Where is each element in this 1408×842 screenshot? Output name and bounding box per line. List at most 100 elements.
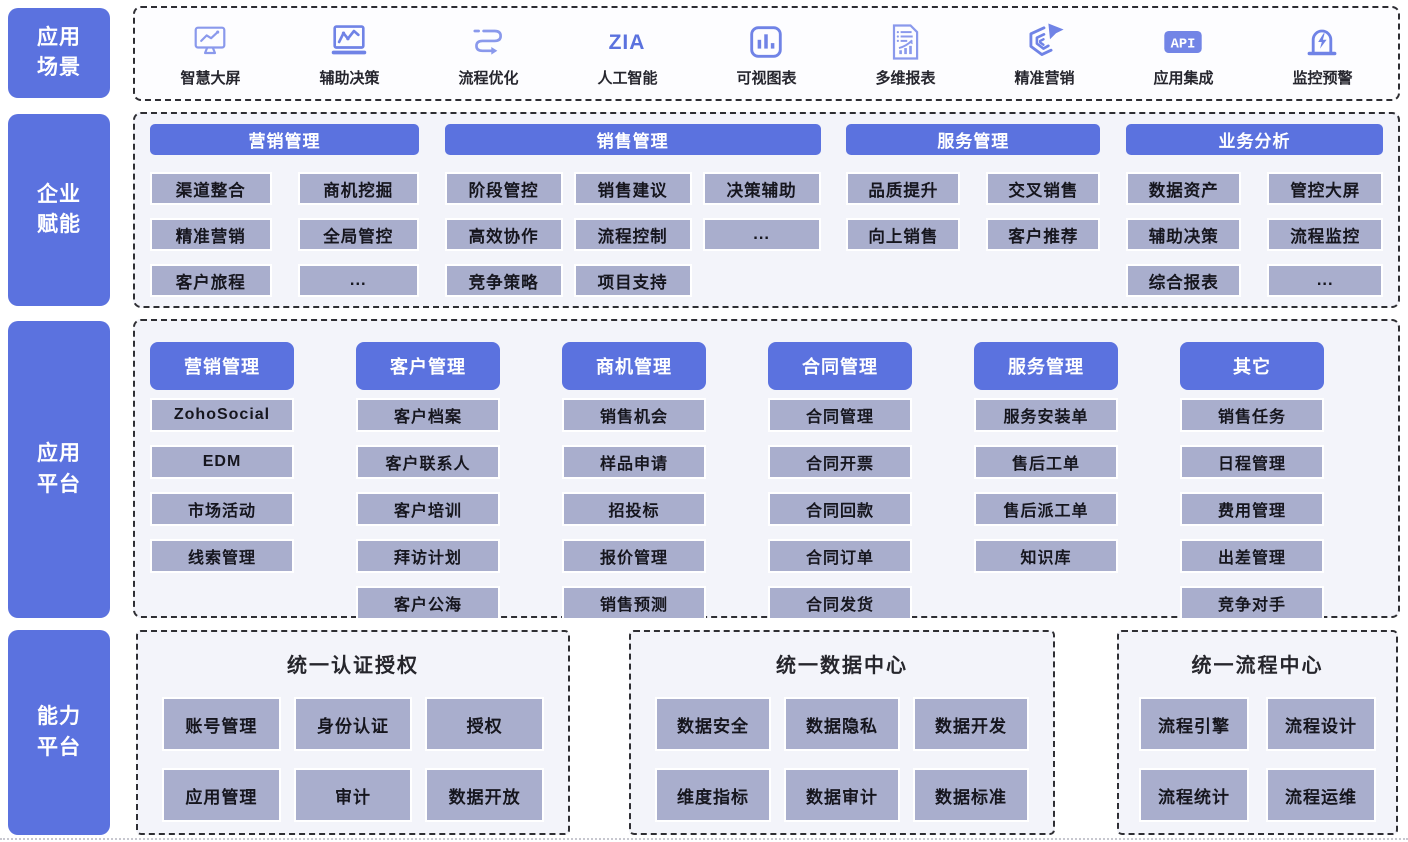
platform-column: 客户管理客户档案客户联系人客户培训拜访计划客户公海 — [356, 342, 500, 620]
empowerment-panel: 营销管理渠道整合商机挖掘精准营销全局管控客户旅程...销售管理阶段管控销售建议决… — [133, 112, 1400, 308]
feature-box: 品质提升 — [846, 172, 961, 205]
platform-column: 合同管理合同管理合同开票合同回款合同订单合同发货 — [768, 342, 912, 620]
module-box: 招投标 — [562, 492, 706, 526]
feature-box: 流程控制 — [573, 218, 692, 251]
module-box: 费用管理 — [1180, 492, 1324, 526]
row-label-scenarios: 应用 场景 — [8, 8, 110, 98]
api-icon: API — [1161, 18, 1205, 66]
feature-box: 交叉销售 — [986, 172, 1101, 205]
column-header: 服务管理 — [974, 342, 1118, 390]
module-box: 合同订单 — [768, 539, 912, 573]
section-header: 业务分析 — [1125, 124, 1383, 155]
capability-items: 账号管理身份认证授权应用管理审计数据开放 — [138, 697, 568, 822]
empowerment-section: 业务分析数据资产管控大屏辅助决策流程监控综合报表... — [1125, 124, 1383, 297]
module-box: 客户档案 — [356, 398, 500, 432]
scenario-item: 辅助决策 — [319, 12, 380, 95]
feature-box: 辅助决策 — [1125, 218, 1242, 251]
section-items: 品质提升交叉销售向上销售客户推荐 — [846, 172, 1101, 251]
column-header: 客户管理 — [356, 342, 500, 390]
column-header: 商机管理 — [562, 342, 706, 390]
feature-box: 客户推荐 — [986, 218, 1101, 251]
module-box: 竞争对手 — [1180, 586, 1324, 620]
section-header: 服务管理 — [846, 124, 1101, 155]
scenario-item-label: 流程优化 — [458, 70, 519, 87]
capability-box: 流程引擎 — [1139, 697, 1249, 751]
scenario-item-label: 监控预警 — [1292, 70, 1353, 87]
module-box: 销售任务 — [1180, 398, 1324, 432]
scenario-item-label: 辅助决策 — [319, 70, 380, 87]
capability-box: 身份认证 — [293, 697, 413, 751]
section-items: 阶段管控销售建议决策辅助高效协作流程控制...竞争策略项目支持 — [444, 172, 821, 297]
capability-box: 流程设计 — [1266, 697, 1376, 751]
capability-group-title: 统一认证授权 — [287, 655, 419, 677]
capability-box: 审计 — [293, 768, 413, 822]
feature-box: 销售建议 — [573, 172, 692, 205]
module-box: 售后派工单 — [974, 492, 1118, 526]
feature-box: 客户旅程 — [150, 264, 272, 297]
capability-items: 流程引擎流程设计流程统计流程运维 — [1119, 697, 1396, 822]
decision-monitor-icon — [327, 18, 371, 66]
module-box: 销售机会 — [562, 398, 706, 432]
capability-group-title: 统一流程中心 — [1191, 655, 1324, 677]
empowerment-sections: 营销管理渠道整合商机挖掘精准营销全局管控客户旅程...销售管理阶段管控销售建议决… — [135, 114, 1398, 306]
feature-box: ... — [297, 264, 419, 297]
module-box: 合同回款 — [768, 492, 912, 526]
platform-column: 商机管理销售机会样品申请招投标报价管理销售预测 — [562, 342, 706, 620]
capability-box: 数据开发 — [913, 697, 1029, 751]
feature-box: 决策辅助 — [702, 172, 821, 205]
svg-text:API: API — [1171, 37, 1196, 52]
module-box: 线索管理 — [150, 539, 294, 573]
feature-box: ... — [702, 218, 821, 251]
capability-box: 数据隐私 — [784, 697, 900, 751]
scenario-item-label: 可视图表 — [736, 70, 797, 87]
svg-text:ZIA: ZIA — [609, 31, 646, 54]
feature-box: 高效协作 — [444, 218, 563, 251]
row-label-capabilities: 能力 平台 — [8, 630, 110, 835]
module-box: 日程管理 — [1180, 445, 1324, 479]
feature-box: 流程监控 — [1267, 218, 1383, 251]
scenario-item: 多维报表 — [875, 12, 936, 95]
feature-box: 竞争策略 — [444, 264, 563, 297]
column-header: 营销管理 — [150, 342, 294, 390]
scenario-item: API 应用集成 — [1153, 12, 1214, 95]
feature-box: 阶段管控 — [444, 172, 563, 205]
module-box: 服务安装单 — [974, 398, 1118, 432]
module-box: 合同开票 — [768, 445, 912, 479]
scenario-item: 流程优化 — [458, 12, 519, 95]
monitor-alert-icon — [1300, 18, 1344, 66]
capability-box: 账号管理 — [162, 697, 281, 751]
module-box: 知识库 — [974, 539, 1118, 573]
capability-box: 数据标准 — [913, 768, 1029, 822]
capability-group-data-panel: 统一数据中心数据安全数据隐私数据开发维度指标数据审计数据标准 — [629, 630, 1055, 835]
capability-box: 流程统计 — [1139, 768, 1249, 822]
zia-icon: ZIA — [598, 18, 656, 66]
module-box: EDM — [150, 445, 294, 479]
module-box: 售后工单 — [974, 445, 1118, 479]
scenario-item-label: 智慧大屏 — [180, 70, 241, 87]
capability-box: 流程运维 — [1266, 768, 1376, 822]
module-box: 销售预测 — [562, 586, 706, 620]
capability-box: 数据安全 — [655, 697, 771, 751]
module-box: 客户联系人 — [356, 445, 500, 479]
empowerment-section: 服务管理品质提升交叉销售向上销售客户推荐 — [846, 124, 1101, 296]
scenario-item-label: 应用集成 — [1153, 70, 1214, 87]
platform-column: 服务管理服务安装单售后工单售后派工单知识库 — [974, 342, 1118, 616]
section-header: 销售管理 — [444, 124, 821, 155]
feature-box: 综合报表 — [1125, 264, 1242, 297]
process-optimize-icon — [466, 18, 510, 66]
bottom-divider — [0, 838, 1408, 840]
scenario-item: 可视图表 — [736, 12, 797, 95]
module-box: 客户公海 — [356, 586, 500, 620]
module-box: 合同管理 — [768, 398, 912, 432]
capability-box: 应用管理 — [162, 768, 281, 822]
scenario-item-label: 精准营销 — [1014, 70, 1075, 87]
scenario-item: 智慧大屏 — [180, 12, 241, 95]
visual-chart-icon — [744, 18, 788, 66]
capability-group-process-panel: 统一流程中心流程引擎流程设计流程统计流程运维 — [1117, 630, 1398, 835]
feature-box: 精准营销 — [150, 218, 272, 251]
